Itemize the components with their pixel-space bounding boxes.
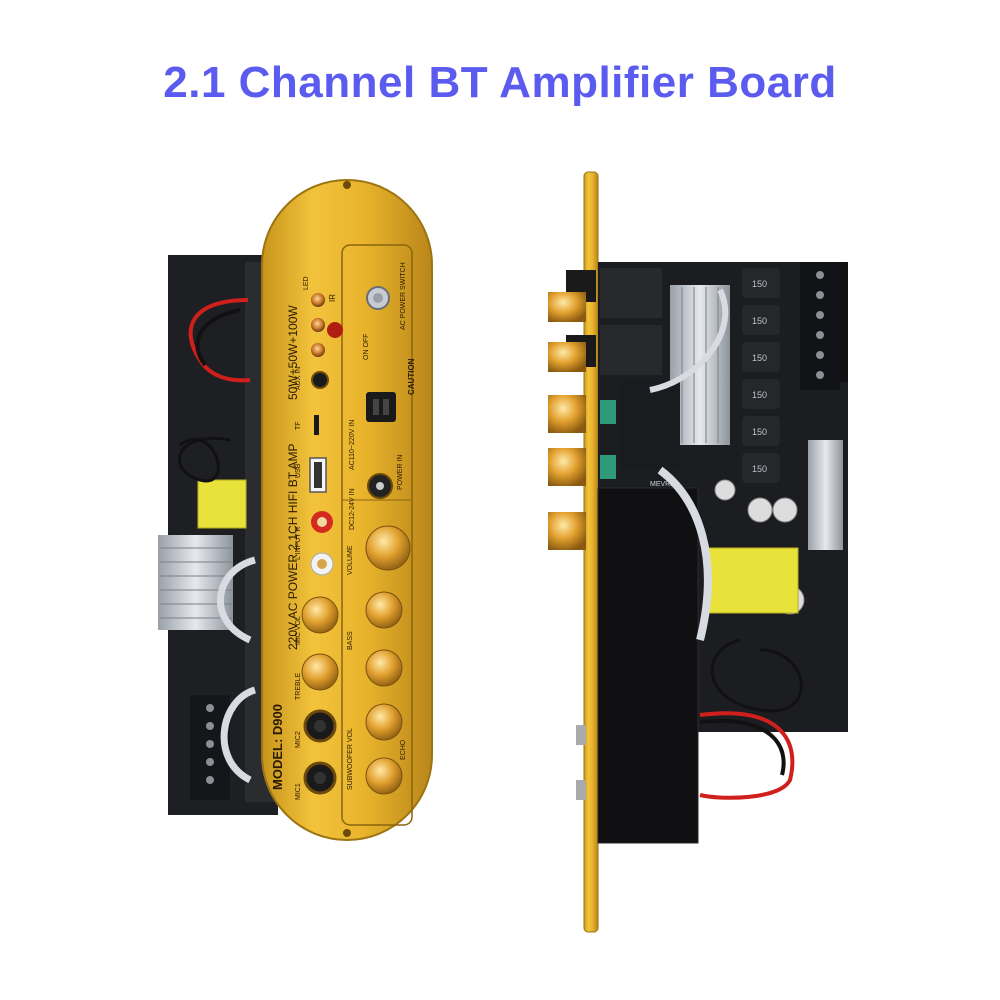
mic-vol-label: MIC VOL [295,616,302,645]
page-title: 2.1 Channel BT Amplifier Board [163,58,837,107]
ir-receiver-icon [327,322,343,338]
inductor-label-2: 150 [752,316,767,326]
front-view: MODEL: D900 220V AC POWER 2.1CH HIFI BT … [158,179,433,841]
usb-label: USB [295,463,302,478]
echo-label: ECHO [400,739,407,760]
model-label: MODEL: D900 [270,704,285,790]
on-off-label: ON OFF [363,334,370,360]
aux-jack-small-icon-2 [311,343,325,357]
inductor-label-1: 150 [752,279,767,289]
front-transformer [197,479,247,529]
bass-label: BASS [347,631,354,650]
caution-label: CAUTION [407,358,416,395]
inductors [742,268,780,483]
tf-card-slot[interactable] [314,415,319,435]
volume-label: VOLUME [347,545,354,575]
mic1-label: MIC1 [295,783,302,800]
inductor-label-6: 150 [752,464,767,474]
pcb-label: MEVR2 [650,481,674,488]
side-knob-5 [548,512,586,550]
led-label: LED [303,276,310,290]
aux-jack-small-icon [311,318,325,332]
treble-knob-2[interactable] [365,649,403,687]
inductor-label-5: 150 [752,427,767,437]
treble-knob[interactable] [301,653,339,691]
inductor-label-3: 150 [752,353,767,363]
treble-label: TREBLE [295,672,302,700]
bass-knob[interactable] [365,591,403,629]
inductor-label-4: 150 [752,390,767,400]
subwoofer-vol-knob[interactable] [365,703,403,741]
side-knob-4 [548,448,586,486]
side-transformer [707,547,799,614]
ac-power-socket[interactable] [366,392,396,422]
mount-screw-top [343,181,351,189]
side-view: 150 150 150 150 150 150 MEVR2 [548,171,848,933]
side-knob-2 [548,342,586,372]
ac-in-label: AC110~220V IN [349,420,356,470]
side-terminal-block [800,262,840,390]
side-heatsink-2 [808,440,843,550]
side-knob-1 [548,292,586,322]
mic2-label: MIC2 [295,731,302,748]
side-daughter-board [597,487,699,844]
tf-label: TF [295,421,302,430]
volume-knob[interactable] [365,525,411,571]
input-lr-label: L INPUT R [295,527,302,560]
power-in-label: POWER IN [397,455,404,490]
mount-screw-bottom [343,829,351,837]
aux-in-label: AUX IN [295,367,302,390]
mic-vol-knob[interactable] [301,596,339,634]
subwoofer-vol-label: SUBWOOFER VOL [347,728,354,790]
ac-switch-label: AC POWER SWITCH [400,262,407,330]
echo-knob[interactable] [365,757,403,795]
aux-in-jack[interactable] [311,371,329,389]
side-knob-3 [548,395,586,433]
led-indicator-icon [311,293,325,307]
watts-label: 50W+50W+100W [286,305,300,400]
power-label: 220V AC POWER 2.1CH HIFI BT AMP [286,443,300,650]
dc-in-label: DC12-24V IN [349,488,356,530]
ir-label: IR [328,294,337,302]
